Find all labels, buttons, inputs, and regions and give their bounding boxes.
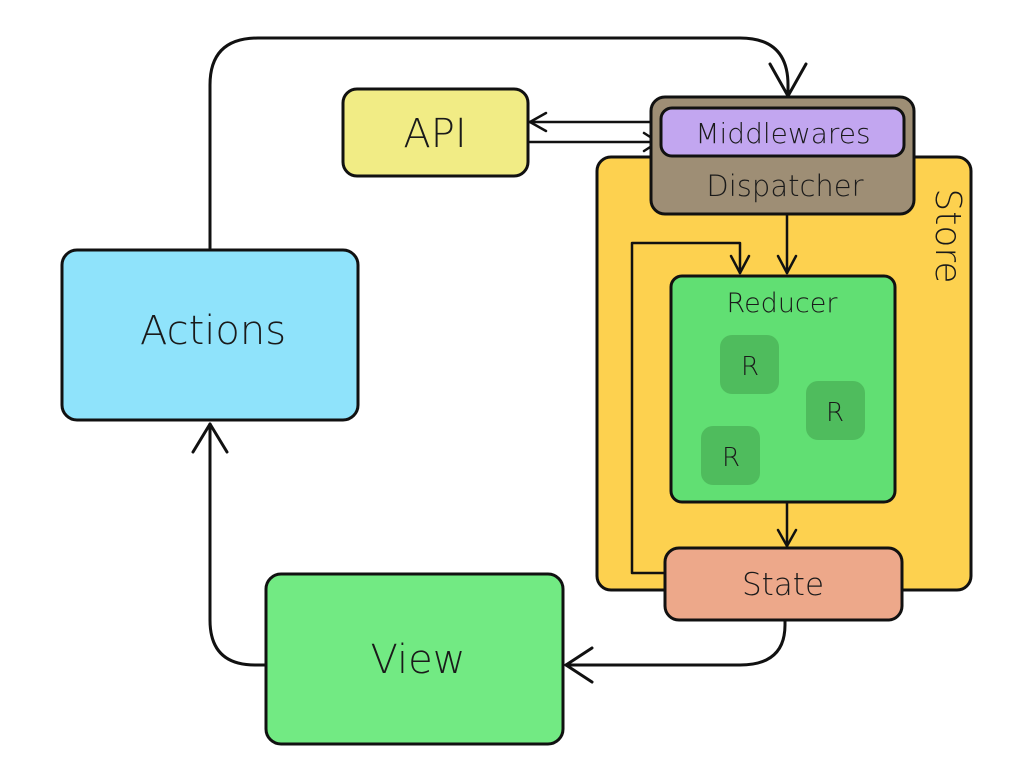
api-label: API xyxy=(403,111,466,157)
reducer-item-label: R xyxy=(722,443,740,473)
arrowhead-into-api xyxy=(528,111,548,133)
edge-actions-to-middlewares xyxy=(208,36,790,250)
edge-state-to-view xyxy=(564,618,787,667)
middlewares-node[interactable] xyxy=(659,106,906,158)
reducer-item-label: R xyxy=(741,352,759,382)
edge-state-to-reducer xyxy=(630,241,742,575)
arrowhead-into-actions xyxy=(191,422,229,454)
arrowhead-dispatcher-reducer xyxy=(776,254,798,275)
reducer-item[interactable] xyxy=(701,426,760,485)
arrowhead-state-reducer xyxy=(729,254,751,275)
reducer-item[interactable] xyxy=(806,381,865,440)
arrowhead-reducer-state xyxy=(776,528,798,548)
actions-label: Actions xyxy=(140,308,286,354)
reducer-label: Reducer xyxy=(727,288,839,319)
view-node[interactable] xyxy=(264,572,565,746)
view-label: View xyxy=(371,637,466,683)
reducer-item-label: R xyxy=(826,398,844,428)
actions-node[interactable] xyxy=(60,248,360,422)
arrowhead-into-view xyxy=(564,646,594,684)
state-label: State xyxy=(742,567,824,603)
state-node[interactable] xyxy=(663,546,904,622)
middlewares-label: Middlewares xyxy=(695,117,870,150)
edge-view-to-actions xyxy=(208,422,268,667)
dispatcher-label: Dispatcher xyxy=(706,169,863,203)
reducer-item[interactable] xyxy=(720,335,779,394)
store-label: Store xyxy=(927,188,968,283)
api-node[interactable] xyxy=(341,87,530,178)
